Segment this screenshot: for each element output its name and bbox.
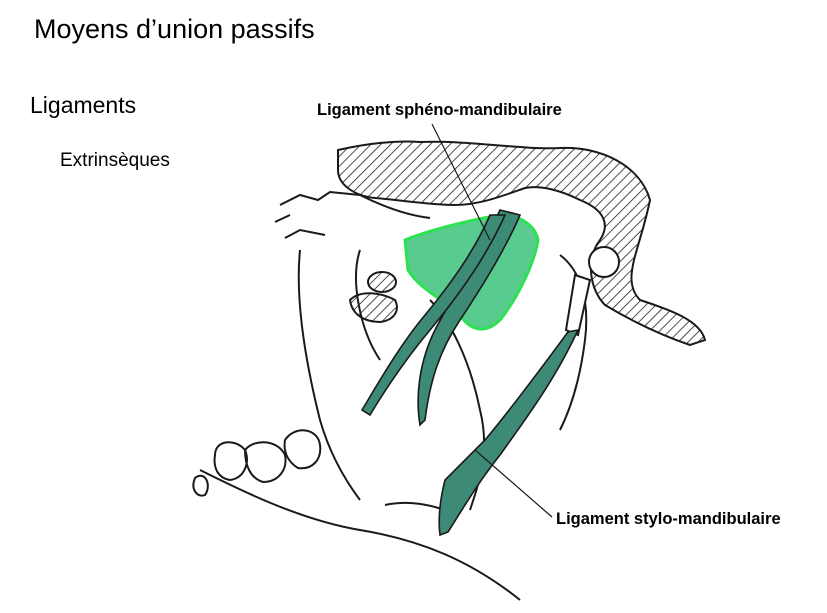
slide-title: Moyens d’union passifs — [34, 14, 315, 44]
skull-base-bone — [337, 140, 707, 347]
spheno-label-leader — [431, 123, 491, 241]
stylo-mandibular-ligament — [438, 328, 580, 537]
mastoid-process — [588, 246, 620, 278]
stylo-label-leader — [474, 449, 553, 518]
spheno-mandibular-ligament-band — [360, 214, 507, 417]
stylo-mandibular-label: Ligament stylo-mandibulaire — [556, 510, 781, 528]
coronoid-process — [348, 292, 398, 324]
subsection-heading: Extrinsèques — [60, 150, 170, 171]
molar-teeth — [192, 429, 322, 497]
styloid-process — [564, 273, 592, 337]
zygomatic-outline — [274, 190, 431, 239]
spheno-mandibular-label: Ligament sphéno-mandibulaire — [317, 101, 562, 119]
styloid-base — [367, 271, 397, 293]
section-heading: Ligaments — [30, 92, 137, 118]
